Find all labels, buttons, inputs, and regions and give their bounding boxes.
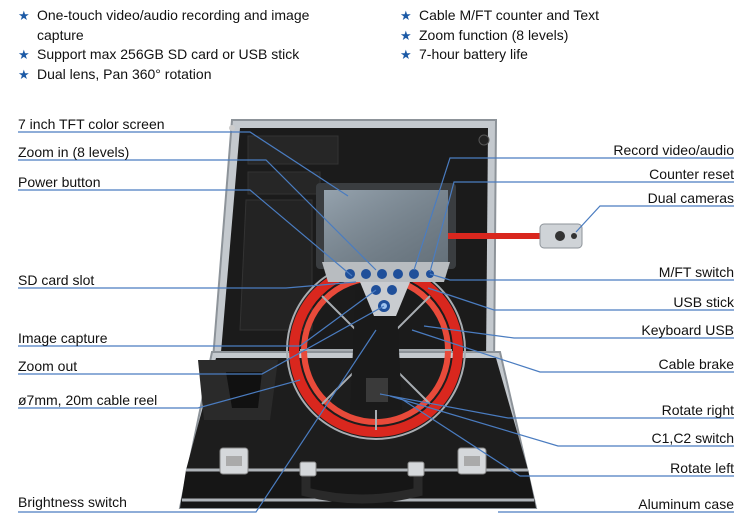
leader-lines xyxy=(18,131,734,513)
label-zoom-in: Zoom in (8 levels) xyxy=(18,144,130,160)
feature-item: ★ Dual lens, Pan 360° rotation xyxy=(18,65,348,85)
star-icon: ★ xyxy=(400,27,412,43)
label-mft-switch: M/FT switch xyxy=(658,264,734,280)
star-icon: ★ xyxy=(400,8,412,23)
feature-text: Support max 256GB SD card or USB stick xyxy=(37,46,300,62)
label-brightness-switch: Brightness switch xyxy=(18,494,127,510)
feature-item: ★ Zoom function (8 levels) xyxy=(400,26,730,46)
case-latch-right xyxy=(457,447,487,475)
label-c1-c2-switch: C1,C2 switch xyxy=(651,430,734,446)
feature-text: 7-hour battery life xyxy=(419,46,528,62)
feature-text: Cable M/FT counter and Text xyxy=(419,7,600,23)
label-dual-cameras: Dual cameras xyxy=(647,190,734,206)
label-cable-reel: ø7mm, 20m cable reel xyxy=(18,392,158,408)
label-cable-brake: Cable brake xyxy=(658,356,735,372)
label-sd-card-slot: SD card slot xyxy=(18,272,95,288)
star-icon: ★ xyxy=(18,66,30,82)
label-keyboard-usb: Keyboard USB xyxy=(641,322,734,338)
feature-text: One-touch video/audio recording and imag… xyxy=(37,7,310,43)
feature-item: ★ Support max 256GB SD card or USB stick xyxy=(18,45,348,65)
star-icon: ★ xyxy=(18,47,30,62)
case-handle xyxy=(299,461,425,504)
label-image-capture: Image capture xyxy=(18,330,108,346)
feature-item: ★ 7-hour battery life xyxy=(400,45,730,65)
monitor-unit xyxy=(316,183,456,316)
feature-list-right: ★ Cable M/FT counter and Text ★ Zoom fun… xyxy=(400,6,730,65)
label-rotate-right: Rotate right xyxy=(661,402,734,418)
label-rotate-left: Rotate left xyxy=(670,460,734,476)
label-counter-reset: Counter reset xyxy=(649,166,734,182)
dual-camera-probe xyxy=(448,223,583,249)
label-record-video-audio: Record video/audio xyxy=(613,142,734,158)
label-zoom-out: Zoom out xyxy=(18,358,78,374)
case-latch-left xyxy=(219,447,249,475)
label-tft-screen: 7 inch TFT color screen xyxy=(18,116,165,132)
feature-text: Dual lens, Pan 360° rotation xyxy=(37,65,212,82)
feature-list-left: ★ One-touch video/audio recording and im… xyxy=(18,6,348,84)
star-icon: ★ xyxy=(400,47,412,62)
feature-text: Zoom function (8 levels) xyxy=(419,26,569,43)
label-usb-stick: USB stick xyxy=(673,294,734,310)
feature-item: ★ One-touch video/audio recording and im… xyxy=(18,6,348,45)
star-icon: ★ xyxy=(18,8,30,23)
label-power-button: Power button xyxy=(18,174,101,190)
feature-item: ★ Cable M/FT counter and Text xyxy=(400,6,730,26)
label-aluminum-case: Aluminum case xyxy=(638,496,734,512)
